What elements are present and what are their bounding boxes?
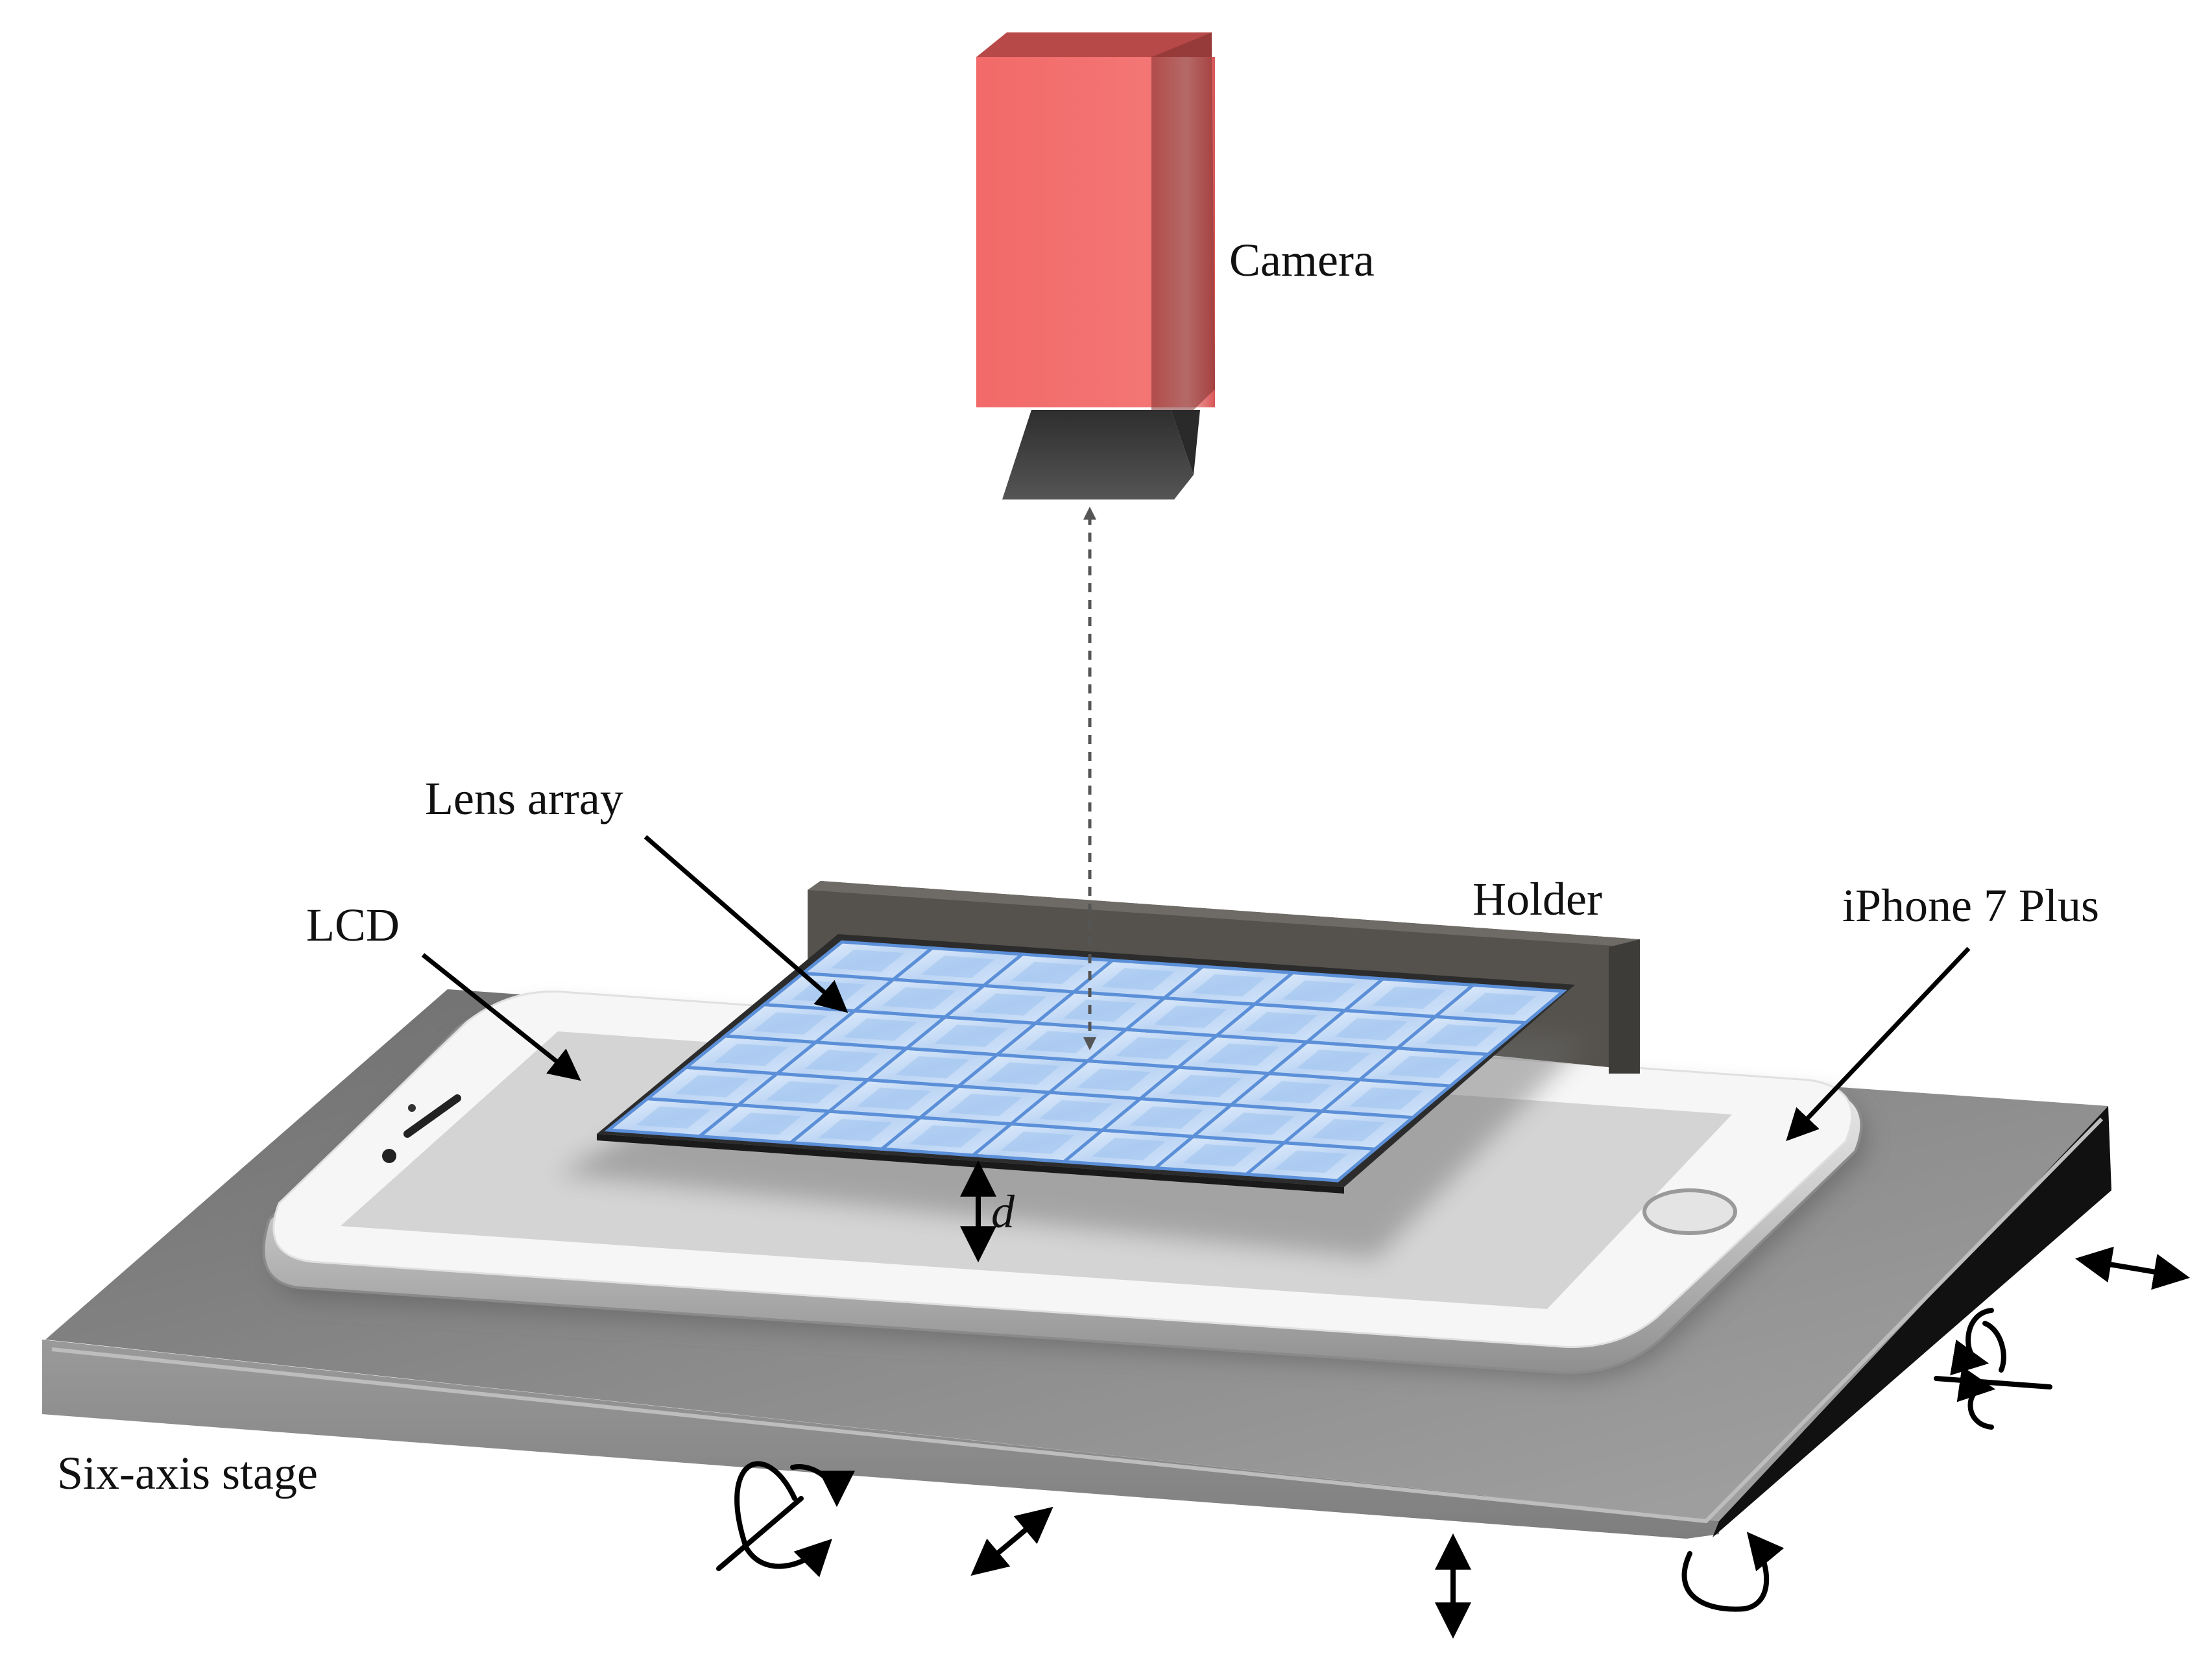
phone-label: iPhone 7 Plus xyxy=(1842,880,2099,932)
rotation-pitch-indicator xyxy=(716,1461,855,1578)
lens-array-label: Lens array xyxy=(425,773,623,824)
lens-cell-highlight xyxy=(1258,1081,1332,1104)
lens-array-leader xyxy=(643,835,848,1013)
lens-cell-highlight xyxy=(1244,1011,1318,1035)
lens-cell-highlight xyxy=(986,1062,1061,1085)
lens-cell-highlight xyxy=(1312,1118,1386,1142)
lens-cell-highlight xyxy=(1372,986,1446,1009)
lens-cell-highlight xyxy=(818,1118,893,1142)
camera-lens-housing xyxy=(1002,410,1194,499)
lens-cell-highlight xyxy=(1063,999,1137,1022)
stage-rim-highlight xyxy=(51,1117,2104,1524)
lens-cell-highlight xyxy=(1024,1031,1099,1053)
camera-side-face xyxy=(1151,32,1215,410)
lens-cell-highlight xyxy=(1296,1049,1371,1072)
motion-indicators xyxy=(716,1246,2191,1639)
lens-cell-highlight xyxy=(1168,1074,1242,1098)
lens-cell-highlight xyxy=(675,1075,750,1098)
lens-cell-highlight xyxy=(1192,974,1266,997)
lens-cell-highlight xyxy=(1274,1150,1348,1173)
lens-cell-highlight xyxy=(714,1043,789,1066)
lens-cell-highlight xyxy=(948,1094,1022,1116)
lens-cell-highlight xyxy=(752,1012,827,1035)
distance-label: d xyxy=(991,1186,1015,1238)
holder-top-edge xyxy=(808,881,1640,947)
lens-cell-highlight xyxy=(1349,1087,1423,1110)
lens-cell-highlight xyxy=(1115,1037,1190,1060)
translation-x-arrow xyxy=(2074,1246,2191,1290)
lens-cell-highlight xyxy=(1387,1055,1461,1079)
lens-cell-highlight xyxy=(727,1113,802,1135)
lcd-label: LCD xyxy=(306,899,400,951)
lens-cell-highlight xyxy=(1206,1043,1280,1066)
lens-cell-highlight xyxy=(804,1050,879,1072)
lens-cell-highlight xyxy=(909,1125,984,1148)
lens-cell-highlight xyxy=(636,1106,711,1129)
camera-top-face xyxy=(976,32,1212,58)
holder-label: Holder xyxy=(1473,873,1602,925)
lens-cell-highlight xyxy=(1153,1005,1227,1028)
lens-cell-highlight xyxy=(1463,992,1536,1015)
lens-cell-highlight xyxy=(1000,1131,1075,1154)
stage-label: Six-axis stage xyxy=(57,1447,318,1499)
phone-leader xyxy=(1786,946,1971,1142)
lens-cell-highlight xyxy=(895,1056,970,1079)
lens-cell-highlight xyxy=(934,1024,1008,1048)
camera-label: Camera xyxy=(1229,234,1375,286)
lens-cell-highlight xyxy=(1334,1018,1408,1041)
phone-speaker-slot xyxy=(403,1094,461,1138)
lens-cell-highlight xyxy=(843,1018,918,1041)
lcd-leader xyxy=(421,953,581,1081)
camera xyxy=(976,32,1215,499)
lens-cell-highlight xyxy=(972,993,1047,1016)
phone-front-camera xyxy=(382,1149,396,1163)
phone-home-button xyxy=(1642,1188,1737,1235)
lens-cell-highlight xyxy=(857,1087,932,1110)
lens-cell-highlight xyxy=(1092,1138,1166,1161)
lens-cell-highlight xyxy=(1221,1113,1295,1135)
stage-side-face xyxy=(1713,1106,2111,1537)
lens-cell-highlight xyxy=(766,1081,841,1104)
lens-cell-highlight xyxy=(920,956,995,978)
lens-cell-highlight xyxy=(830,949,905,972)
lens-cell-highlight xyxy=(1077,1068,1151,1091)
rotation-yaw-indicator xyxy=(1681,1532,1785,1612)
lens-cell-highlight xyxy=(1282,980,1356,1003)
phone-sensor xyxy=(408,1104,416,1112)
lens-cell-highlight xyxy=(1425,1024,1498,1047)
camera-lens-side xyxy=(1171,410,1200,475)
lens-cell-highlight xyxy=(1101,968,1175,991)
lens-cell-highlight xyxy=(882,987,956,1010)
lens-cell-highlight xyxy=(1129,1106,1204,1129)
lens-cell-highlight xyxy=(1039,1100,1113,1123)
rotation-roll-indicator xyxy=(1934,1308,2052,1430)
holder-right-face xyxy=(1609,939,1640,1074)
stage-front-face xyxy=(42,1340,1719,1539)
lens-cell-highlight xyxy=(1011,961,1085,985)
translation-y-arrow xyxy=(970,1506,1053,1576)
lens-cell-highlight xyxy=(1183,1144,1257,1167)
